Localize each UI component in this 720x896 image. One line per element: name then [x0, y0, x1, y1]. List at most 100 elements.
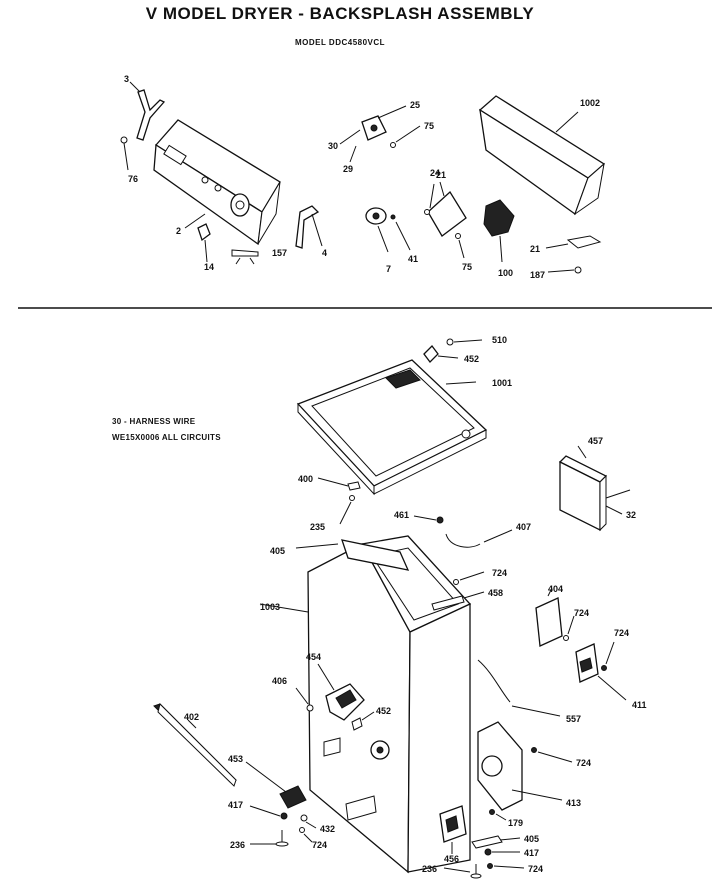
label-29: 29	[343, 164, 353, 174]
harness-note-line1: 30 - HARNESS WIRE	[112, 417, 196, 426]
part-236-foot-b	[443, 864, 482, 879]
part-21-plate	[427, 181, 467, 237]
label-724-e: 724	[312, 840, 327, 850]
label-21-a: 21	[436, 170, 446, 180]
label-461: 461	[394, 510, 409, 520]
part-407-wire	[445, 529, 513, 548]
label-405-b: 405	[524, 834, 539, 844]
part-510-screw	[446, 338, 483, 346]
label-30: 30	[328, 141, 338, 151]
label-724-c: 724	[614, 628, 629, 638]
label-456: 456	[444, 854, 459, 864]
label-236-a: 236	[230, 840, 245, 850]
part-41-screw	[390, 214, 411, 251]
label-457: 457	[588, 436, 603, 446]
label-402: 402	[184, 712, 199, 722]
part-458-rail	[431, 591, 485, 611]
part-236-foot-a	[250, 830, 289, 847]
harness-note-line2: WE15X0006 ALL CIRCUITS	[112, 433, 221, 442]
part-432-clip	[300, 814, 317, 829]
part-557-wire	[477, 659, 561, 717]
part-417-foot-b	[484, 848, 520, 856]
label-724-a: 724	[492, 568, 507, 578]
label-2: 2	[176, 226, 181, 236]
label-557: 557	[566, 714, 581, 724]
label-413: 413	[566, 798, 581, 808]
label-100: 100	[498, 268, 513, 278]
part-724-screw-b	[563, 615, 575, 641]
part-2-control-panel	[153, 119, 281, 246]
part-1001-top-panel	[296, 359, 488, 496]
part-406-clip	[295, 687, 314, 712]
part-24-screw	[424, 183, 435, 215]
part-21-knob	[545, 235, 602, 249]
part-157-lamp	[231, 249, 259, 265]
label-510: 510	[492, 335, 507, 345]
part-4-bracket	[295, 205, 323, 249]
part-405-strip	[295, 539, 410, 571]
part-456-block	[439, 805, 467, 854]
label-14: 14	[204, 262, 214, 272]
label-179: 179	[508, 818, 523, 828]
part-14-knob	[197, 223, 211, 263]
label-75-a: 75	[424, 121, 434, 131]
part-100-timer	[483, 199, 515, 263]
label-406: 406	[272, 676, 287, 686]
label-453: 453	[228, 754, 243, 764]
part-76-screw	[120, 136, 129, 171]
label-400: 400	[298, 474, 313, 484]
label-75-b: 75	[462, 262, 472, 272]
label-407: 407	[516, 522, 531, 532]
page-title: V MODEL DRYER - BACKSPLASH ASSEMBLY	[145, 4, 535, 23]
part-724-screw-e	[299, 827, 313, 843]
label-404: 404	[548, 584, 563, 594]
part-411-plate	[575, 643, 627, 701]
part-labels: 3 76 2 14 157 4 25 75 30 29 24 21 7 41 7…	[124, 74, 647, 874]
part-724-screw-f	[487, 863, 525, 869]
part-75-screw-b	[455, 233, 465, 259]
part-7-switch	[365, 207, 389, 253]
part-417-foot-a	[249, 805, 288, 820]
part-413-plate	[477, 721, 563, 811]
label-235: 235	[310, 522, 325, 532]
label-724-f: 724	[528, 864, 543, 874]
label-157: 157	[272, 248, 287, 258]
part-404-panel	[535, 587, 563, 647]
label-452-b: 452	[376, 706, 391, 716]
model-number: MODEL DDC4580VCL	[294, 38, 386, 47]
part-405-plate	[471, 835, 521, 849]
label-4: 4	[322, 248, 327, 258]
part-402-grille	[153, 703, 237, 787]
part-452-bracket	[351, 711, 375, 731]
part-29-switch	[339, 105, 407, 163]
label-417-b: 417	[524, 848, 539, 858]
label-76: 76	[128, 174, 138, 184]
label-458: 458	[488, 588, 503, 598]
label-724-b: 724	[574, 608, 589, 618]
label-405-a: 405	[270, 546, 285, 556]
part-1003-cabinet	[259, 535, 472, 874]
part-75-screw-a	[390, 125, 421, 148]
part-3-bracket	[129, 81, 166, 141]
part-187-screw	[547, 266, 582, 274]
label-432: 432	[320, 824, 335, 834]
label-24: 24	[430, 168, 440, 178]
part-400-clip	[317, 477, 361, 491]
part-457-panel	[558, 445, 631, 532]
label-411: 411	[632, 700, 647, 710]
label-187: 187	[530, 270, 545, 280]
label-1001: 1001	[492, 378, 512, 388]
part-724-screw-d	[531, 747, 573, 763]
part-724-screw-c	[601, 641, 615, 671]
label-1003: 1003	[260, 602, 280, 612]
part-179-screw	[489, 809, 507, 821]
label-454: 454	[306, 652, 321, 662]
part-461-screw	[413, 515, 444, 524]
label-32: 32	[626, 510, 636, 520]
label-41: 41	[408, 254, 418, 264]
part-235-screw	[339, 495, 355, 525]
label-236-b: 236	[422, 864, 437, 874]
part-453-grille	[245, 761, 307, 809]
